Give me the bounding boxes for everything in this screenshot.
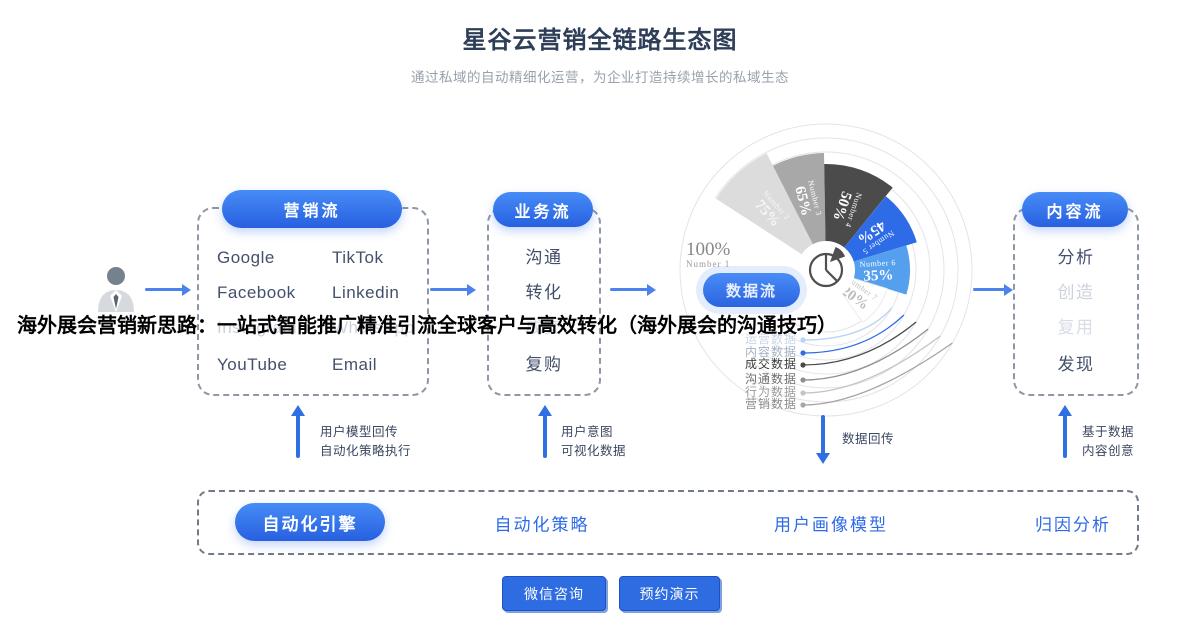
arrow-down-data-return — [816, 415, 830, 464]
leader-dot-2 — [800, 362, 806, 368]
content-step-discover: 发现 — [1057, 355, 1095, 374]
automation-engine-pill[interactable]: 自动化引擎 — [235, 503, 385, 541]
leader-dot-1 — [800, 350, 806, 356]
channel-linkedin: Linkedin — [332, 283, 400, 302]
user-avatar-icon — [98, 267, 134, 312]
business-step-communicate: 沟通 — [525, 248, 563, 267]
data-label-4: 行为数据 — [744, 385, 797, 399]
data-label-3: 沟通数据 — [744, 372, 797, 386]
data-fan-chart: Number 275%Number 365%Number 450%Number … — [679, 123, 973, 417]
content-flow-box: 内容流 分析 创造 复用 发现 — [1013, 192, 1139, 396]
business-step-convert: 转化 — [525, 283, 563, 302]
business-step-repurchase: 复购 — [525, 355, 563, 374]
content-step-analyze: 分析 — [1057, 248, 1095, 267]
business-flow-box: 业务流 沟通 转化 成交 复购 — [487, 192, 601, 396]
fan-label-35%: Number 635% — [859, 258, 896, 285]
fan-sector-35% — [826, 245, 910, 295]
business-feedback-label: 用户意图 可视化数据 — [561, 425, 627, 458]
business-flow-pill[interactable]: 业务流 — [493, 192, 593, 227]
arrow-business-to-data — [610, 283, 656, 296]
content-step-create: 创造 — [1057, 283, 1095, 302]
data-flow-pill[interactable]: 数据流 — [703, 273, 800, 307]
fan-sector-75% — [716, 153, 826, 270]
arrow-marketing-to-business — [430, 283, 476, 296]
arrow-up-content-feedback — [1058, 405, 1072, 458]
page-subtitle: 通过私域的自动精细化运营，为企业打造持续增长的私域生态 — [411, 70, 789, 85]
overlay-headline: 海外展会营销新思路：一站式智能推广精准引流全球客户与高效转化（海外展会的沟通技巧… — [17, 315, 837, 337]
data-label-0: 运营数据 — [744, 332, 797, 346]
channel-facebook: Facebook — [217, 283, 296, 302]
arrow-data-to-content — [973, 283, 1013, 296]
channel-tiktok: TikTok — [332, 248, 384, 267]
arrow-up-business-feedback — [538, 405, 552, 458]
leader-dot-4 — [800, 390, 806, 396]
automation-strategy-label: 自动化策略 — [494, 515, 590, 534]
marketing-flow-pill[interactable]: 营销流 — [222, 190, 402, 228]
business-step-deal: 成交 — [525, 318, 563, 337]
fan-sector-65% — [772, 153, 826, 270]
channel-email: Email — [332, 355, 378, 374]
pie-chart-icon — [797, 241, 855, 299]
leader-dot-3 — [800, 377, 806, 383]
content-flow-pill[interactable]: 内容流 — [1022, 192, 1128, 227]
fan-sector-50% — [824, 163, 893, 270]
channel-youtube: YouTube — [217, 355, 288, 374]
content-step-reuse: 复用 — [1057, 318, 1095, 337]
wechat-consult-button[interactable]: 微信咨询 — [502, 576, 606, 611]
leader-line-0 — [802, 307, 893, 341]
arrow-up-marketing-feedback — [291, 405, 305, 458]
leader-dot-5 — [800, 402, 806, 408]
leader-line-1 — [802, 314, 905, 354]
automation-engine-box: 自动化引擎 自动化策略 用户画像模型 归因分析 — [197, 490, 1139, 555]
fan-ring-6 — [679, 123, 973, 417]
leader-dot-0 — [800, 337, 806, 343]
attribution-analysis-label: 归因分析 — [1035, 515, 1111, 534]
data-return-label: 数据回传 — [842, 432, 895, 446]
page-title: 星谷云营销全链路生态图 — [462, 27, 738, 54]
data-label-5: 营销数据 — [744, 397, 797, 411]
content-feedback-label: 基于数据 内容创意 — [1082, 425, 1135, 458]
channel-google: Google — [217, 248, 275, 267]
fan-sector-45% — [826, 196, 917, 270]
arrow-user-to-marketing — [145, 283, 191, 296]
fan-label-100pct: 100% Number 1 — [686, 239, 731, 269]
channel-whatsapp: WhatsApp — [332, 318, 415, 337]
user-persona-model-label: 用户画像模型 — [774, 515, 888, 534]
leader-line-2 — [802, 321, 917, 366]
leader-line-4 — [802, 335, 941, 394]
channel-instagram: Instagram — [217, 318, 298, 337]
leader-line-3 — [802, 328, 929, 381]
book-demo-button[interactable]: 预约演示 — [619, 576, 720, 611]
leader-line-5 — [802, 342, 953, 406]
marketing-feedback-label: 用户模型回传 自动化策略执行 — [320, 425, 412, 458]
data-label-1: 内容数据 — [744, 345, 797, 359]
data-label-2: 成交数据 — [744, 357, 797, 371]
marketing-flow-box: 营销流 Google TikTok Facebook Linkedin Inst… — [197, 190, 429, 396]
